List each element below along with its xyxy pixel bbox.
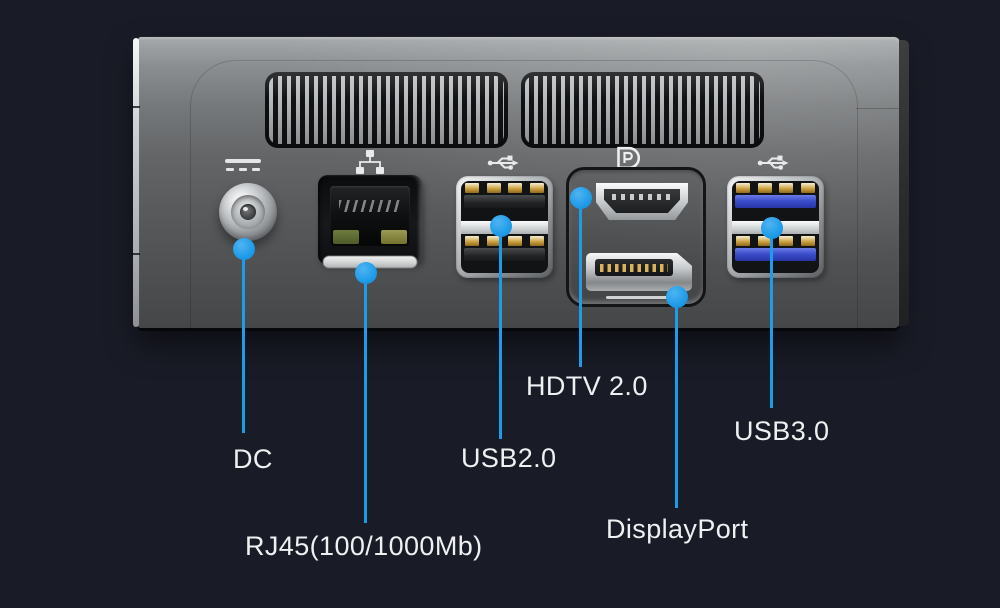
usb2-port-bottom <box>461 234 548 274</box>
hdtv-label: HDTV 2.0 <box>526 371 648 401</box>
usb3-callout-dot <box>761 217 783 239</box>
displayport-port <box>586 253 692 291</box>
hdmi-slot <box>604 189 680 213</box>
rj45-callout-dot <box>355 262 377 284</box>
displayport-leader-line <box>675 297 678 508</box>
usb-icon <box>487 153 519 178</box>
usb-contacts <box>736 183 815 193</box>
rj45-led-right <box>381 230 407 244</box>
usb2-port-top <box>461 181 548 221</box>
rj45-label: RJ45(100/1000Mb) <box>245 531 483 561</box>
dc-label: DC <box>233 444 273 474</box>
usb2-leader-line <box>499 226 502 439</box>
dc-callout-dot <box>233 238 255 260</box>
rj45-leader-line <box>364 273 367 523</box>
edge-seam-notch <box>131 253 140 255</box>
hdmi-pins <box>612 194 672 200</box>
usb-icon <box>757 153 789 178</box>
displayport-label: DisplayPort <box>606 514 749 544</box>
usb2-label: USB2.0 <box>461 443 557 473</box>
usb3-port-top <box>732 181 819 221</box>
dc-power-jack <box>219 183 277 241</box>
displayport-slot <box>595 259 673 276</box>
displayport-pins <box>600 264 668 272</box>
chassis-left-edge <box>133 38 139 327</box>
vent-slats <box>525 76 760 144</box>
usb3-port-bottom <box>732 234 819 274</box>
dc-jack-hole <box>240 204 256 220</box>
displayport-bottom-highlight <box>606 296 668 299</box>
usb3-label: USB3.0 <box>734 416 830 446</box>
usb3-tongue <box>735 247 816 261</box>
dc-power-icon <box>225 159 261 171</box>
usb3-tongue <box>735 195 816 208</box>
edge-seam-notch <box>131 106 140 108</box>
ethernet-icon <box>354 150 386 181</box>
usb2-tongue <box>464 247 545 261</box>
chassis-right-edge <box>899 40 909 326</box>
hdtv-callout-dot <box>570 187 592 209</box>
usb-contacts <box>465 235 544 246</box>
usb3-leader-line <box>770 228 773 408</box>
usb2-tongue <box>464 195 545 208</box>
vent-grille-left <box>265 72 508 148</box>
dc-jack-ring <box>231 195 265 229</box>
rj45-pins <box>339 200 401 212</box>
displayport-callout-dot <box>666 286 688 308</box>
usb-contacts <box>465 183 544 193</box>
usb-contacts <box>736 235 815 246</box>
vent-grille-right <box>521 72 764 148</box>
rj45-jack-cavity <box>330 186 410 246</box>
rj45-ethernet-port <box>318 175 422 268</box>
usb2-callout-dot <box>490 215 512 237</box>
rj45-led-left <box>333 230 359 244</box>
vent-slats <box>269 76 504 144</box>
dc-leader-line <box>242 249 245 433</box>
hdtv-leader-line <box>579 198 582 367</box>
chassis-seam <box>856 108 900 109</box>
hdmi-port <box>596 183 688 220</box>
